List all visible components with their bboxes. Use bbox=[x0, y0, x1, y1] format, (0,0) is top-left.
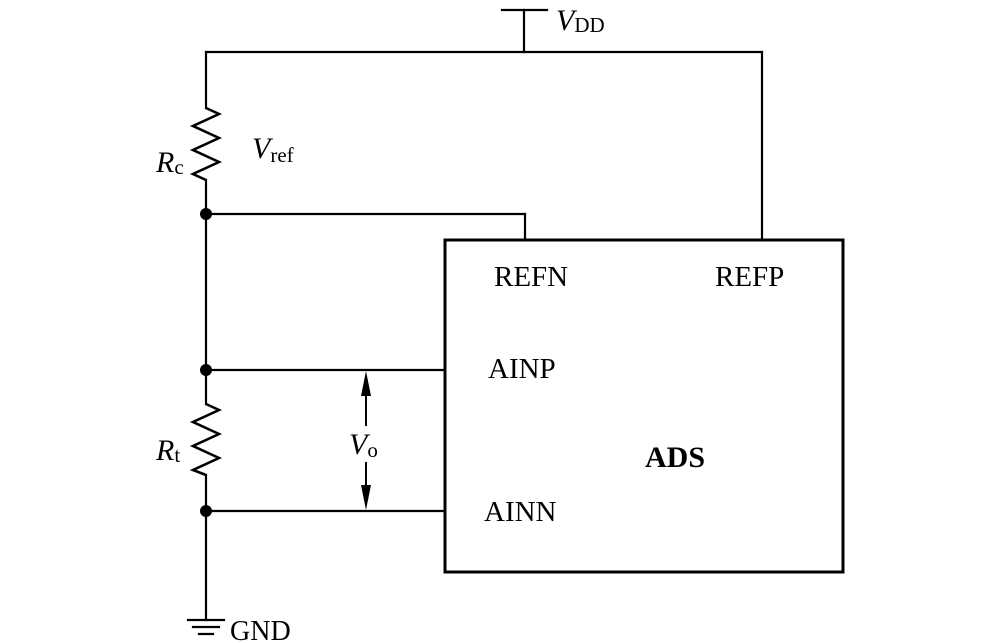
vo-arrow bbox=[361, 371, 371, 510]
vdd-label: VDD bbox=[556, 4, 605, 37]
pin-ainp-label: AINP bbox=[488, 353, 556, 385]
rc-label: Rc bbox=[155, 146, 184, 179]
pin-refn-label: REFN bbox=[494, 261, 568, 293]
rc-resistor-icon bbox=[189, 106, 223, 182]
vo-label: Vo bbox=[349, 428, 378, 462]
pin-refp-label: REFP bbox=[715, 261, 784, 293]
vo-arrow-up-head bbox=[361, 371, 371, 396]
chip-name-label: ADS bbox=[645, 441, 705, 474]
gnd-label: GND bbox=[230, 616, 291, 643]
ground-icon bbox=[186, 618, 226, 636]
vo-arrow-down-head bbox=[361, 485, 371, 510]
ads-chip-box bbox=[443, 238, 845, 574]
rt-resistor-icon bbox=[189, 402, 223, 477]
vdd-supply-symbol bbox=[500, 8, 549, 54]
rt-label: Rt bbox=[155, 434, 180, 467]
vref-label: Vref bbox=[252, 132, 294, 167]
pin-ainn-label: AINN bbox=[484, 496, 557, 528]
